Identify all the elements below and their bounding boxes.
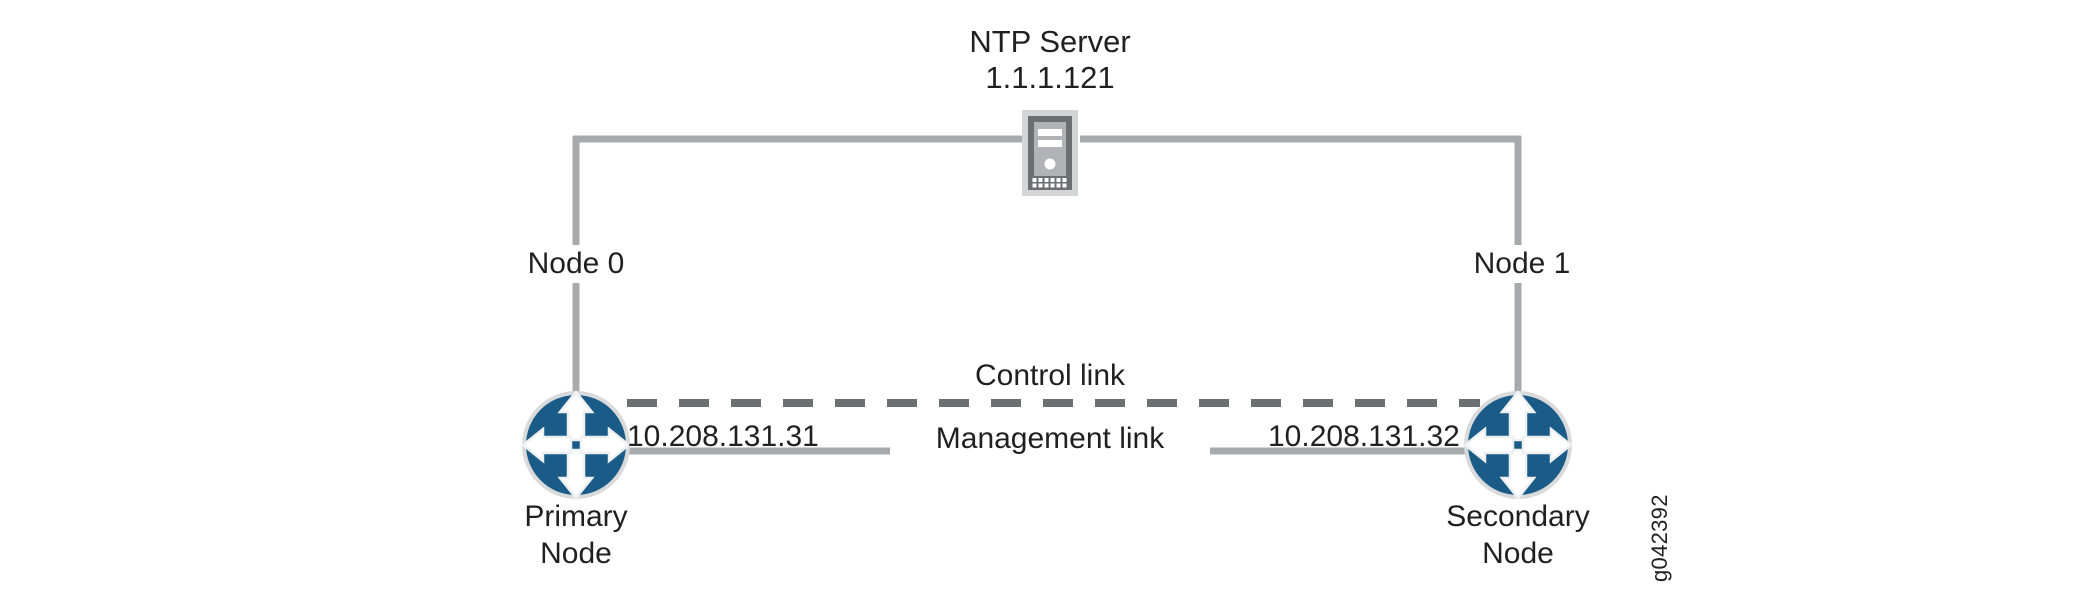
node-0-label: Node 0 — [486, 245, 666, 283]
node-0-ip: 10.208.131.31 — [627, 420, 819, 453]
node-1-role-line-1: Secondary — [1446, 500, 1590, 533]
node-1-ip: 10.208.131.32 — [1268, 420, 1460, 453]
router-icon-node-0 — [520, 389, 632, 501]
node-0-role-line-2: Node — [540, 537, 612, 570]
control-link-label: Control link — [900, 359, 1200, 397]
server-tower-icon — [1022, 110, 1078, 196]
ntp-server-address: 1.1.1.121 — [985, 60, 1115, 95]
router-icon-node-1 — [1462, 389, 1574, 501]
ntp-server-title: NTP Server — [969, 24, 1131, 59]
node-0-role-line-1: Primary — [524, 500, 628, 533]
management-link-label: Management link — [890, 420, 1210, 458]
node-1-label: Node 1 — [1432, 245, 1612, 283]
figure-id-label: g042392 — [1647, 494, 1672, 582]
node-1-role-line-2: Node — [1482, 537, 1554, 570]
